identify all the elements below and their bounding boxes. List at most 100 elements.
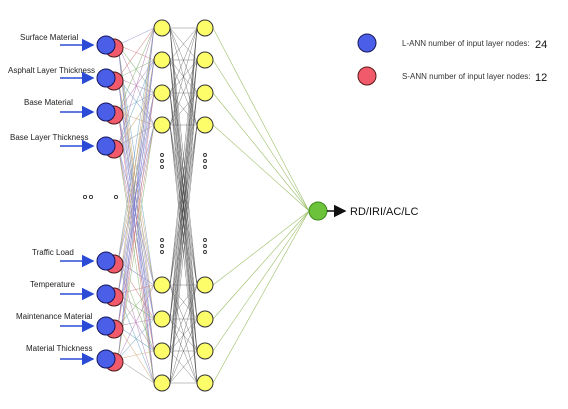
hidden-ellipsis bbox=[160, 153, 207, 254]
legend-lann-swatch bbox=[357, 33, 377, 53]
connection-line bbox=[212, 124, 310, 212]
connection-line bbox=[117, 27, 155, 147]
legend-sann-value: 12 bbox=[535, 72, 547, 84]
connection-line bbox=[117, 27, 155, 295]
lann-input-node bbox=[96, 284, 116, 304]
lann-input-node bbox=[96, 349, 116, 369]
hidden-node-layer2 bbox=[196, 276, 214, 294]
connection-line bbox=[169, 27, 198, 320]
connection-line bbox=[169, 318, 198, 352]
lann-input-node bbox=[96, 316, 116, 336]
label-base-material: Base Material bbox=[24, 98, 73, 107]
connections-hidden1-to-hidden2 bbox=[169, 27, 198, 384]
connection-line bbox=[117, 111, 155, 286]
hidden-node-layer1 bbox=[153, 374, 171, 392]
connection-line bbox=[169, 92, 198, 384]
connection-line bbox=[117, 124, 155, 360]
input-layer bbox=[96, 35, 124, 372]
hidden-node-layer1 bbox=[153, 342, 171, 360]
connection-line bbox=[117, 124, 155, 147]
connection-line bbox=[117, 92, 155, 360]
connection-line bbox=[117, 59, 155, 79]
connection-line bbox=[117, 27, 155, 360]
connection-line bbox=[169, 27, 198, 126]
connection-line bbox=[169, 350, 198, 384]
connection-line bbox=[117, 145, 155, 384]
connection-line bbox=[169, 27, 198, 352]
label-asphalt-layer-thickness: Asphalt Layer Thickness bbox=[8, 66, 95, 75]
hidden-node-layer1 bbox=[153, 276, 171, 294]
label-traffic-load: Traffic Load bbox=[32, 248, 74, 257]
connection-line bbox=[117, 111, 155, 126]
connection-line bbox=[169, 27, 198, 286]
connection-line bbox=[117, 44, 155, 286]
input-ellipsis bbox=[82, 194, 119, 200]
connection-line bbox=[169, 27, 198, 94]
connection-line bbox=[117, 59, 155, 113]
connection-line bbox=[117, 77, 155, 126]
connection-line bbox=[212, 210, 310, 320]
legend-sann-text: S-ANN number of input layer nodes: bbox=[402, 72, 531, 81]
hidden-node-layer2 bbox=[196, 84, 214, 102]
hidden-node-layer2 bbox=[196, 374, 214, 392]
hidden-node-layer1 bbox=[153, 116, 171, 134]
label-material-thickness: Material Thickness bbox=[26, 344, 93, 353]
connection-line bbox=[169, 59, 198, 384]
lann-input-node bbox=[96, 251, 116, 271]
connection-line bbox=[117, 92, 155, 147]
connection-line bbox=[212, 210, 310, 352]
connection-line bbox=[117, 145, 155, 352]
connection-line bbox=[117, 350, 155, 360]
lann-input-node bbox=[96, 136, 116, 156]
connection-line bbox=[117, 27, 155, 79]
connection-line bbox=[117, 27, 155, 113]
hidden-node-layer1 bbox=[153, 310, 171, 328]
connections-hidden2-to-output bbox=[212, 27, 310, 384]
label-maintenance-material: Maintenance Material bbox=[16, 312, 93, 321]
connection-line bbox=[117, 145, 155, 320]
hidden-node-layer2 bbox=[196, 310, 214, 328]
hidden-node-layer2 bbox=[196, 116, 214, 134]
input-arrows bbox=[60, 38, 95, 366]
hidden-node-layer1 bbox=[153, 51, 171, 69]
lann-input-node bbox=[96, 102, 116, 122]
connection-line bbox=[117, 260, 155, 320]
connection-line bbox=[117, 325, 155, 352]
connection-line bbox=[117, 77, 155, 286]
connection-line bbox=[212, 210, 310, 286]
connection-line bbox=[169, 284, 198, 384]
connection-line bbox=[117, 145, 155, 286]
connection-line bbox=[212, 210, 310, 384]
hidden-node-layer1 bbox=[153, 19, 171, 37]
connection-line bbox=[117, 27, 155, 327]
connection-line bbox=[117, 318, 155, 360]
connection-line bbox=[212, 27, 310, 212]
connection-line bbox=[117, 325, 155, 384]
connection-line bbox=[117, 284, 155, 360]
lann-input-node bbox=[96, 35, 116, 55]
connection-line bbox=[117, 293, 155, 320]
connection-line bbox=[117, 358, 155, 384]
connection-line bbox=[169, 27, 198, 61]
hidden-node-layer2 bbox=[196, 51, 214, 69]
legend-lann-text: L-ANN number of input layer nodes: bbox=[402, 39, 530, 48]
connection-line bbox=[117, 59, 155, 360]
output-node bbox=[308, 201, 328, 221]
label-temperature: Temperature bbox=[30, 280, 75, 289]
hidden-layers bbox=[153, 19, 214, 392]
lann-input-node bbox=[96, 68, 116, 88]
output-label: RD/IRI/AC/LC bbox=[350, 206, 419, 218]
connections-input-to-hidden1 bbox=[117, 27, 155, 384]
hidden-node-layer2 bbox=[196, 19, 214, 37]
legend: L-ANN number of input layer nodes: 24 S-… bbox=[357, 33, 547, 86]
connection-line bbox=[169, 318, 198, 384]
hidden-node-layer1 bbox=[153, 84, 171, 102]
connection-line bbox=[169, 124, 198, 384]
legend-lann-value: 24 bbox=[535, 39, 547, 51]
connection-line bbox=[117, 77, 155, 94]
label-base-layer-thickness: Base Layer Thickness bbox=[10, 133, 89, 142]
connection-line bbox=[212, 59, 310, 212]
connection-line bbox=[117, 27, 155, 46]
label-surface-material: Surface Material bbox=[20, 33, 78, 42]
